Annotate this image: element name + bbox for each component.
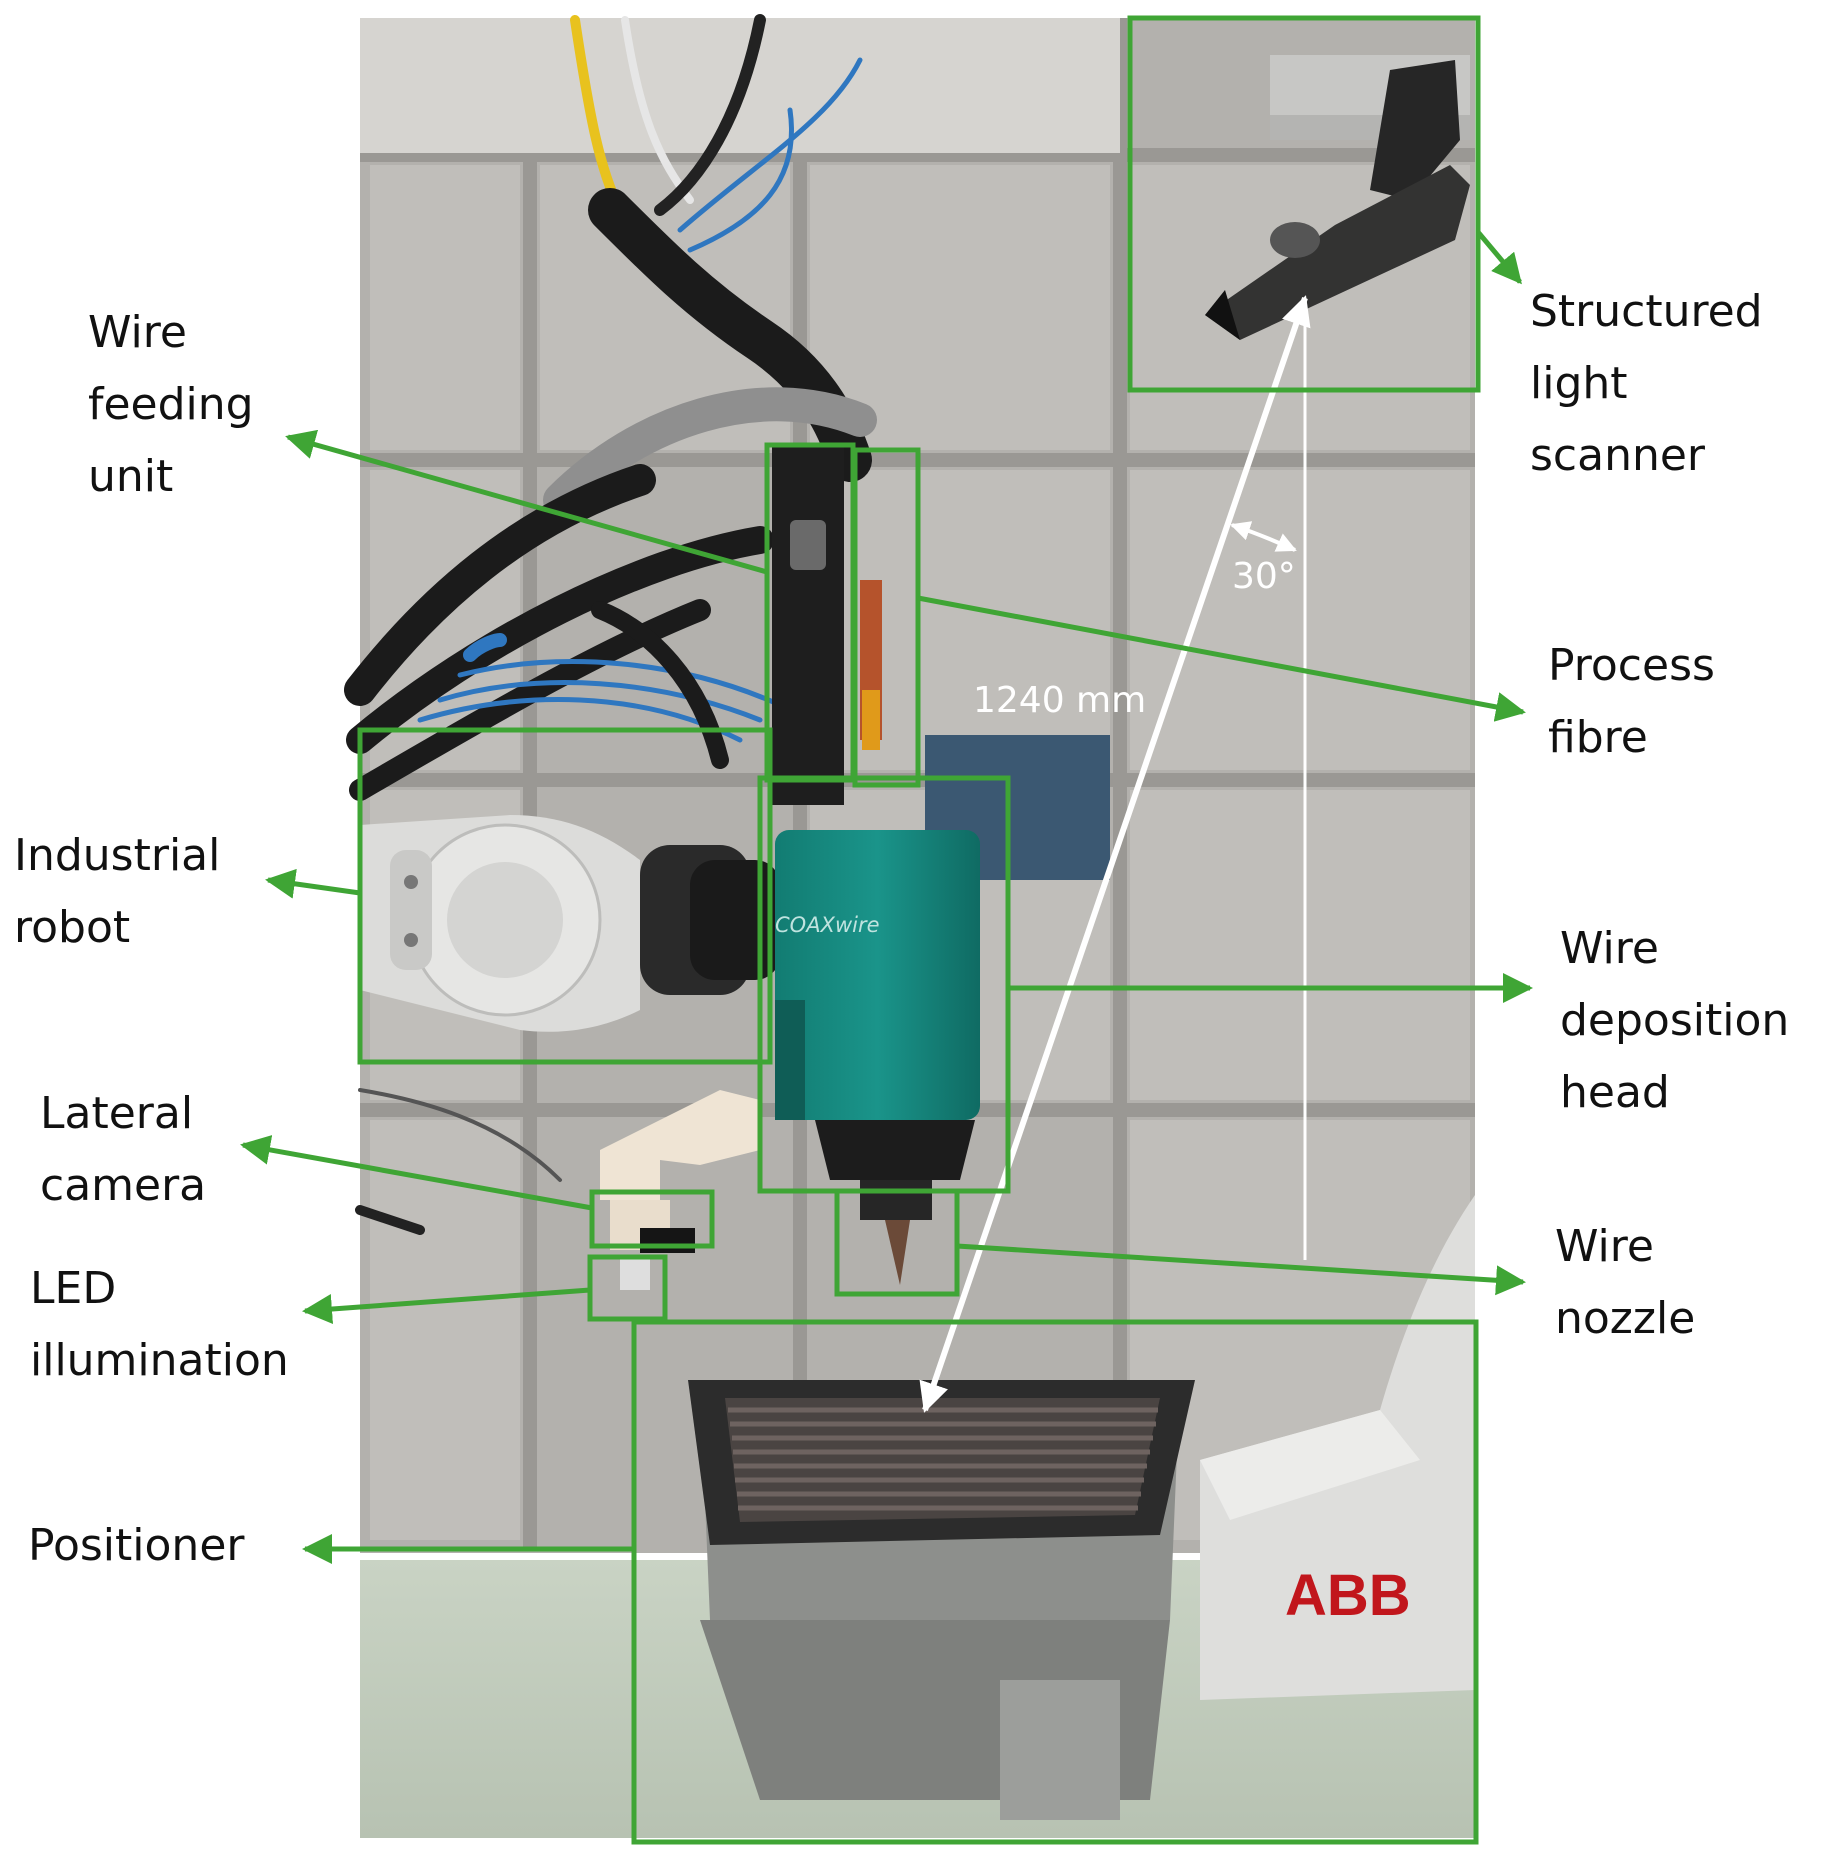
arrow-wire-feeding-unit [285, 429, 768, 575]
label-positioner: Positioner [28, 1520, 245, 1571]
distance-label: 1240 mm [973, 680, 1146, 721]
angle-arc [1230, 521, 1297, 552]
label-lateral-camera: Lateral camera [40, 1088, 207, 1211]
box-wire-nozzle [834, 1188, 960, 1297]
label-led-illumination: LED illumination [30, 1263, 289, 1386]
label-process-fibre: Process fibre [1548, 640, 1715, 763]
robot-arm [360, 815, 780, 1032]
arrow-lateral-camera [240, 1135, 593, 1211]
annotation-boxes [357, 15, 1481, 1845]
label-wire-nozzle: Wire nozzle [1555, 1221, 1696, 1344]
label-wire-feeding-unit: Wire feeding unit [88, 307, 254, 502]
positioner-brand-text: ABB [1285, 1563, 1411, 1628]
arrow-industrial-robot [265, 868, 361, 899]
label-structured-light-scanner: Structured light scanner [1530, 286, 1763, 481]
arrow-wire-nozzle [956, 1243, 1526, 1296]
leader-arrows [240, 230, 1533, 1564]
label-wire-deposition-head: Wire deposition head [1560, 923, 1790, 1118]
box-structured-light-scanner [1127, 15, 1481, 393]
distance-arrow [919, 295, 1311, 1413]
photo: COAXwire ABB [344, 14, 1475, 1838]
box-process-fibre [852, 447, 921, 788]
arrow-led-illumination [302, 1287, 591, 1324]
box-led-illumination [587, 1254, 668, 1322]
cables [344, 14, 877, 1235]
arrow-structured-light-scanner [1476, 230, 1522, 285]
box-positioner [631, 1319, 1479, 1845]
wire-feeder-column [772, 445, 882, 805]
label-industrial-robot: Industrial robot [14, 830, 221, 953]
head-brand-text: COAXwire [775, 913, 880, 937]
scanner [1205, 55, 1470, 340]
camera-bracket [600, 1090, 760, 1290]
box-lateral-camera [589, 1189, 715, 1249]
positioner-table-grooves [728, 1407, 1158, 1511]
box-industrial-robot [357, 727, 773, 1065]
angle-label: 30° [1232, 556, 1296, 597]
arrow-process-fibre [917, 595, 1526, 722]
